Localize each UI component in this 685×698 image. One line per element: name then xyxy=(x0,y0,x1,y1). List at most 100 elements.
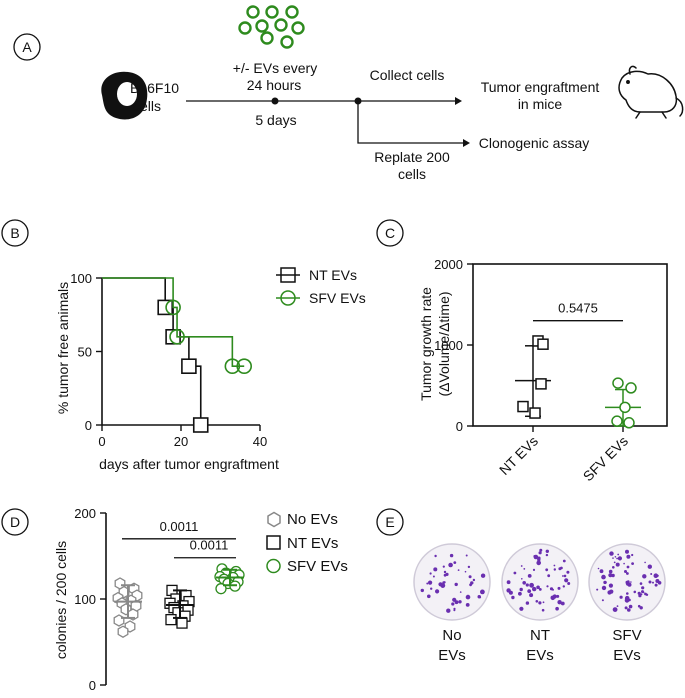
colony-dot xyxy=(616,557,618,560)
colony-dot xyxy=(627,582,632,587)
colony-dot xyxy=(457,569,460,571)
branch-line xyxy=(357,101,463,144)
colony-dot xyxy=(522,581,526,585)
colony-dot xyxy=(603,580,607,585)
panel-e-letter: E xyxy=(385,514,394,530)
colony-dot xyxy=(518,591,522,596)
colony-dot xyxy=(642,591,645,594)
legend-label-nt-evs: NT EVs xyxy=(309,267,357,283)
panel-c-y-tick-label: 2000 xyxy=(434,257,463,272)
colony-dot xyxy=(453,609,456,612)
colony-dot xyxy=(427,594,431,599)
colony-dot xyxy=(538,588,542,591)
legend-symbol-nt-evs-d xyxy=(266,535,281,550)
colony-dot xyxy=(535,600,539,603)
colony-dot xyxy=(542,601,545,604)
colony-dot xyxy=(432,575,435,578)
colony-dot xyxy=(628,604,633,609)
colony-dot xyxy=(654,583,658,587)
timeline-arrowhead xyxy=(455,97,462,105)
colony-dot xyxy=(536,560,541,566)
panel-c-point-sfv xyxy=(612,377,624,389)
colony-dot xyxy=(546,585,549,588)
panel-d-point-nt xyxy=(176,617,188,629)
panel-a-letter: A xyxy=(22,39,32,55)
colony-dot xyxy=(434,554,437,558)
colony-dot xyxy=(639,582,643,585)
colony-dot xyxy=(626,554,631,559)
panel-b-point-nt xyxy=(181,358,197,375)
plate-label-sfv-line-2: EVs xyxy=(613,647,641,664)
colony-dot xyxy=(550,595,556,601)
colony-dot xyxy=(468,575,472,579)
panel-c-x-tick-label: NT EVs xyxy=(496,433,541,478)
colony-dot xyxy=(449,553,454,558)
colony-dot xyxy=(553,568,556,571)
colony-dot xyxy=(545,553,549,557)
colony-dot xyxy=(426,582,429,585)
colony-dot xyxy=(513,571,517,575)
colony-dot xyxy=(478,596,482,599)
colony-dot xyxy=(464,570,467,573)
colony-dot xyxy=(612,607,618,612)
colony-dot xyxy=(536,585,539,588)
legend-label-sfv-evs-d: SFV EVs xyxy=(287,558,348,575)
panel-c-point-sfv xyxy=(625,382,637,394)
colony-dot xyxy=(523,568,526,570)
colony-dot xyxy=(601,585,607,591)
panel-b-y-tick-label: 50 xyxy=(78,345,92,360)
colony-dot xyxy=(521,578,523,580)
panel-d-pvalue-2: 0.0011 xyxy=(190,538,229,553)
panel-c-point-nt xyxy=(517,400,529,413)
colony-dot xyxy=(547,574,551,578)
colony-dot xyxy=(527,589,532,593)
colony-dot xyxy=(627,608,631,612)
colony-dot xyxy=(465,603,470,607)
panel-d-letter: D xyxy=(10,514,20,530)
colony-dot xyxy=(442,565,445,568)
panel-b-point-sfv xyxy=(236,358,252,375)
plate-label-nt-line-1: NT xyxy=(530,627,550,644)
replate-label-line-2: cells xyxy=(398,166,426,182)
cell-icon xyxy=(101,71,148,120)
colony-dot xyxy=(480,573,486,578)
panel-c-y-axis-label-line-1: Tumor growth rate xyxy=(418,287,434,401)
colony-dot xyxy=(615,562,620,567)
colony-dot xyxy=(644,561,646,564)
panel-b-x-tick-label: 0 xyxy=(98,434,105,449)
tumor-label-line-1: Tumor engraftment xyxy=(481,79,600,95)
colony-dot xyxy=(560,566,563,570)
panel-b-series xyxy=(102,277,252,433)
colony-dot xyxy=(648,580,652,584)
colony-dot xyxy=(525,583,529,587)
colony-dot xyxy=(562,559,566,563)
colony-dot xyxy=(553,564,556,567)
colony-dot xyxy=(557,586,561,590)
colony-dot xyxy=(538,551,542,555)
panel-c-point-nt xyxy=(529,407,541,419)
colony-dot xyxy=(612,557,614,559)
panel-c-y-tick-label: 1000 xyxy=(434,338,463,353)
panel-b-point-nt xyxy=(157,299,173,316)
panel-b-x-axis-label: days after tumor engraftment xyxy=(99,456,279,472)
panel-b-point-sfv xyxy=(169,328,185,345)
colony-dot xyxy=(626,572,629,575)
panel-c-badge xyxy=(376,219,404,247)
colony-dot xyxy=(599,569,604,574)
colony-dot xyxy=(458,600,462,604)
colony-dot xyxy=(470,581,474,585)
colony-dot xyxy=(566,570,570,574)
colony-dot xyxy=(608,569,613,574)
colony-dot xyxy=(652,581,654,584)
evs-label-line-1: +/- EVs every xyxy=(233,60,317,76)
colony-dot xyxy=(525,601,530,605)
replate-label-line-1: Replate 200 xyxy=(374,149,450,165)
colony-dot xyxy=(545,549,549,553)
colony-dot xyxy=(541,608,545,612)
colony-dot xyxy=(557,600,562,605)
colony-dot xyxy=(506,580,511,585)
panel-b-series-line-nt xyxy=(102,277,202,425)
